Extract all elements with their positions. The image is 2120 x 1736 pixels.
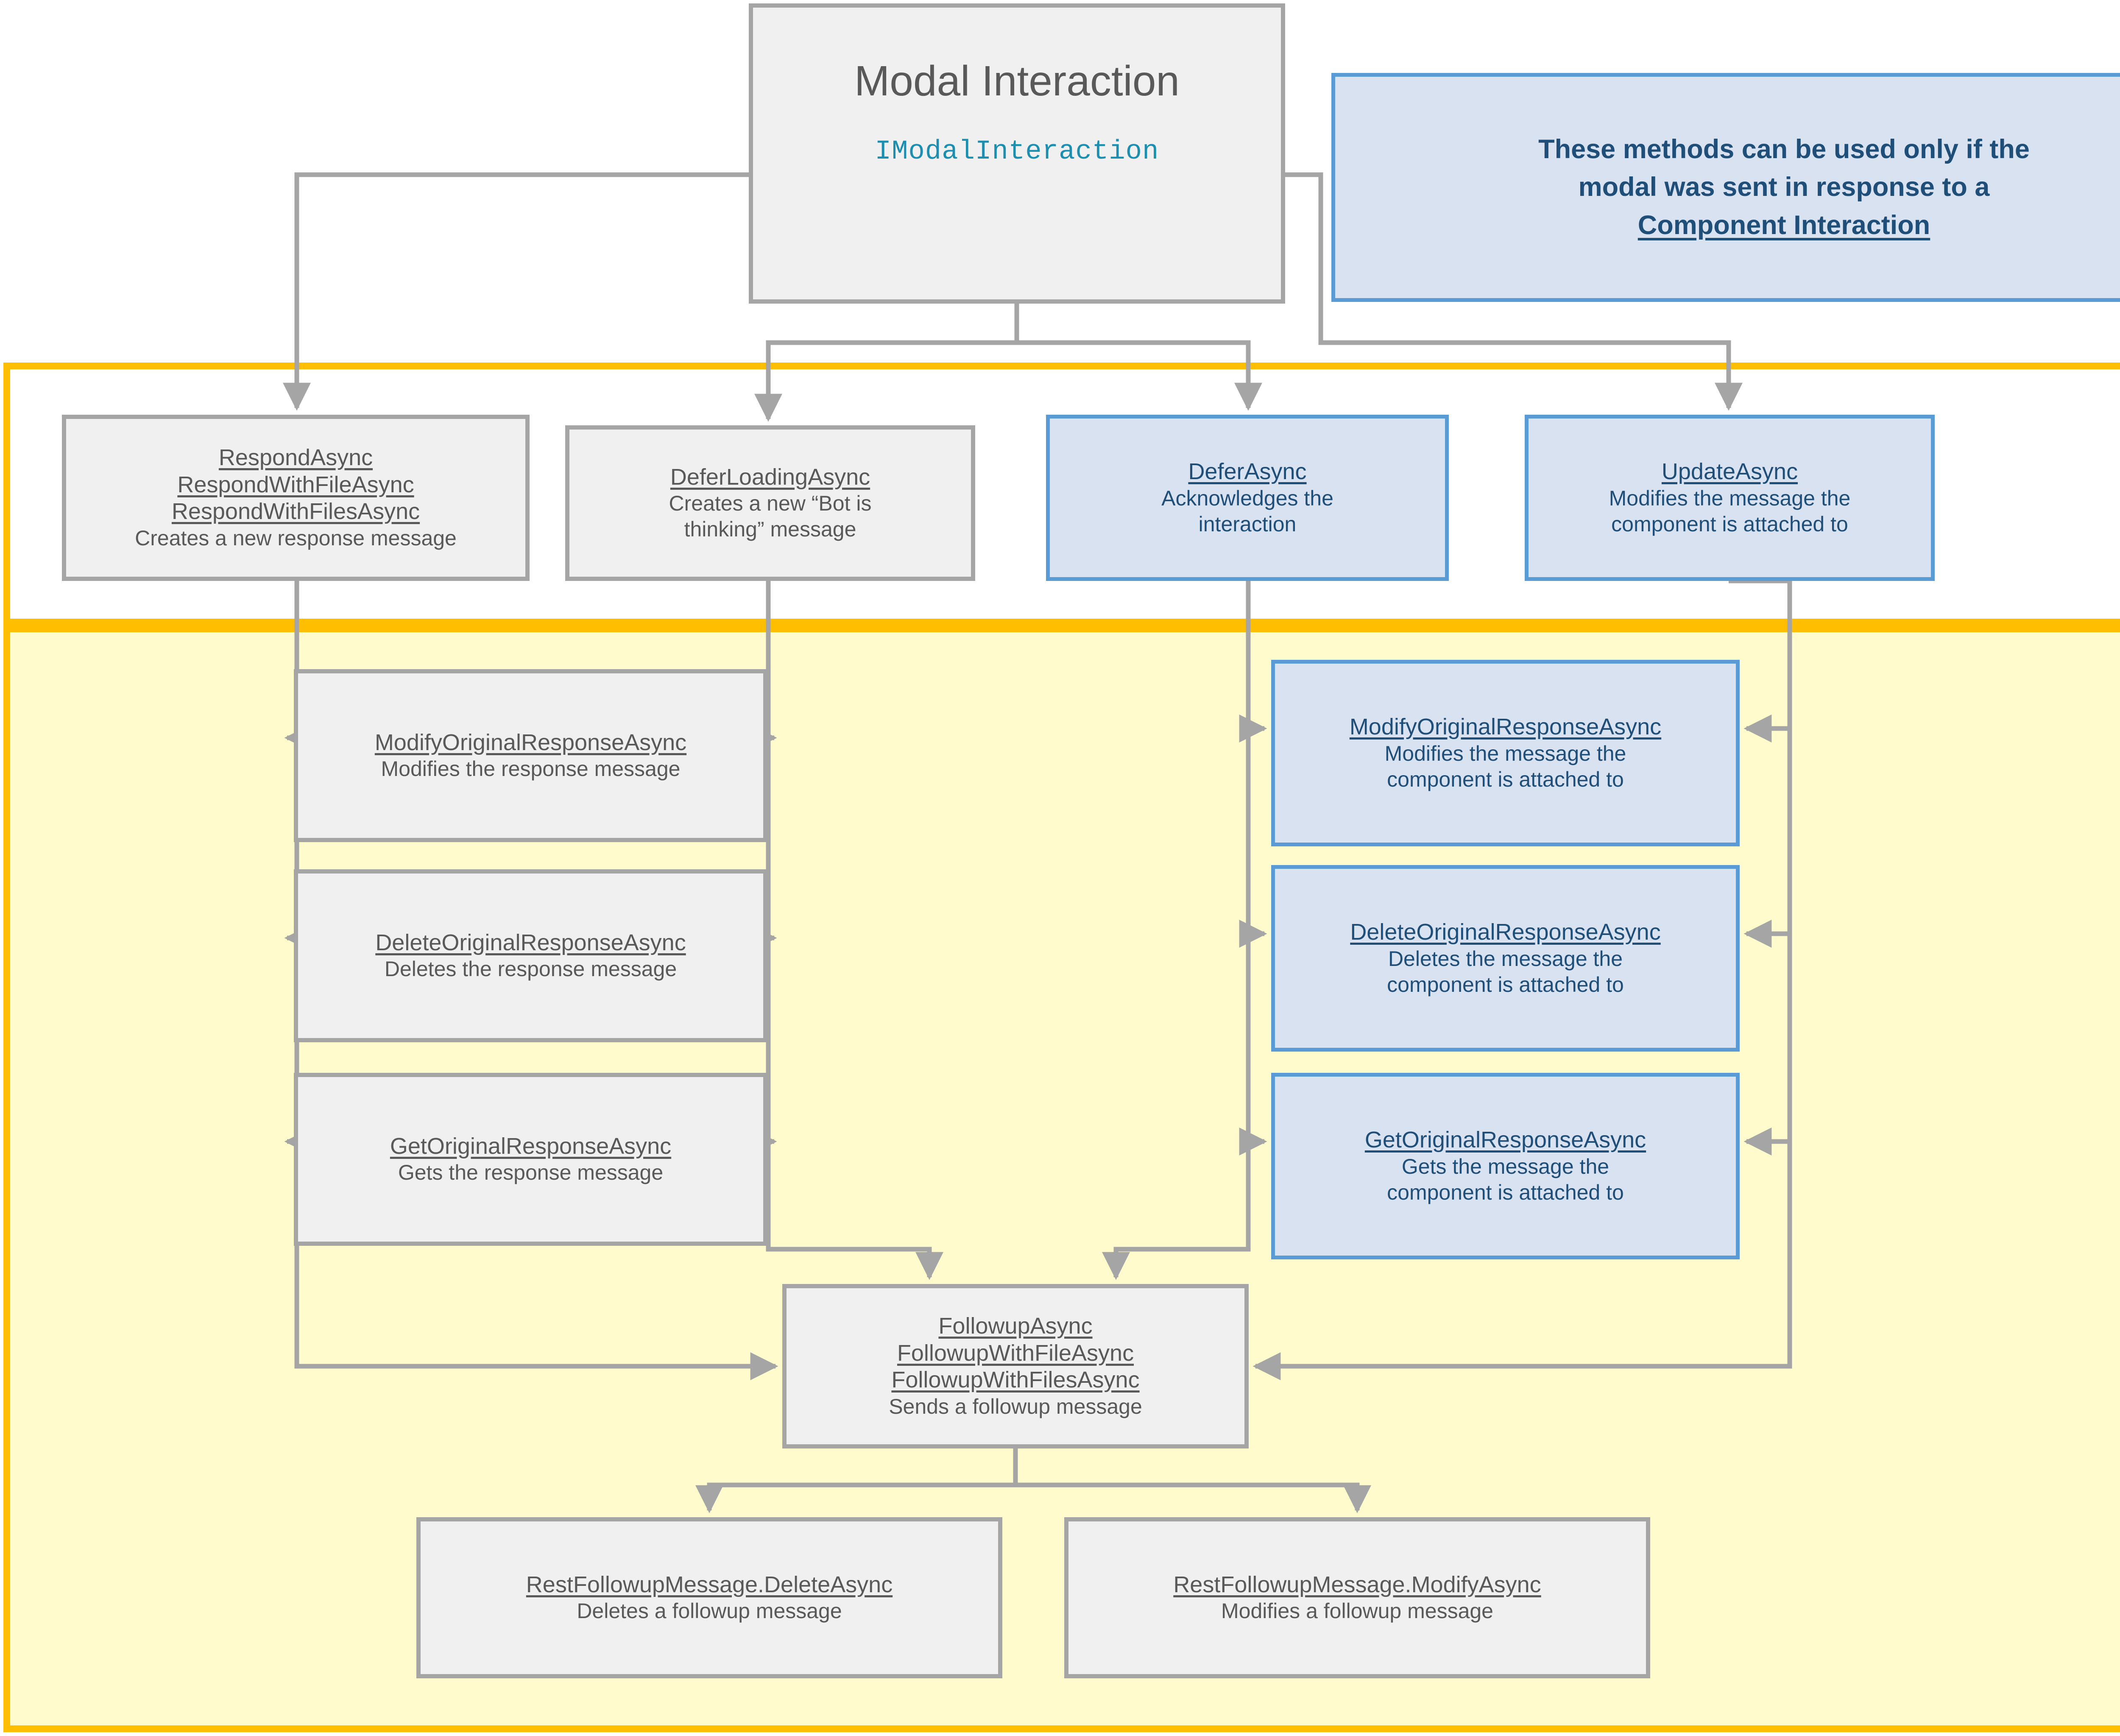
legend-followup-gold-2: after sending an initial response <box>1849 735 2120 764</box>
edge-update-to-get-blue <box>1743 934 1792 1155</box>
method-description: thinking” message <box>684 517 856 541</box>
edge-deferloading-to-modify-gray <box>749 581 777 752</box>
method-name[interactable]: RespondWithFilesAsync <box>171 499 420 525</box>
edge-root-to-respond <box>283 172 749 411</box>
legend-followup-gold-1: Can be used in 15 minutes <box>1849 706 2120 735</box>
method-description: Creates a new response message <box>135 526 457 550</box>
method-name[interactable]: DeleteOriginalResponseAsync <box>1350 919 1661 945</box>
method-name[interactable]: RestFollowupMessage.ModifyAsync <box>1173 1571 1541 1597</box>
callout-component-interaction-note: These methods can be used only if the mo… <box>1331 73 2120 302</box>
edge-root-to-defer <box>1017 340 1262 411</box>
method-description: Acknowledges the <box>1161 486 1333 510</box>
edge-followup-to-rest-delete <box>695 1449 1018 1513</box>
edge-update-to-modify-blue <box>1729 578 1792 742</box>
method-description: interaction <box>1198 512 1297 536</box>
root-title: Modal Interaction <box>854 57 1180 105</box>
edge-defer-to-followup <box>1102 1142 1251 1280</box>
method-description: Gets the message the <box>1401 1154 1610 1178</box>
method-description: component is attached to <box>1387 767 1624 791</box>
edge-update-to-followup <box>1252 1142 1792 1380</box>
legend-followup-heading: Followup methods <box>1849 674 2120 706</box>
method-name[interactable]: RestFollowupMessage.DeleteAsync <box>526 1571 893 1597</box>
method-description: Deletes a followup message <box>577 1599 842 1623</box>
method-name[interactable]: FollowupAsync <box>938 1313 1093 1339</box>
method-name[interactable]: GetOriginalResponseAsync <box>1364 1127 1646 1153</box>
method-name[interactable]: FollowupWithFilesAsync <box>891 1367 1140 1393</box>
method-description: Modifies the response message <box>381 757 681 781</box>
method-description: Modifies the message the <box>1384 741 1626 765</box>
method-description: component is attached to <box>1387 1180 1624 1204</box>
method-description: Creates a new “Bot is <box>669 491 872 516</box>
method-description: Deletes the response message <box>384 957 677 981</box>
edge-deferloading-to-delete-gray <box>749 738 777 952</box>
edge-defer-to-modify-blue <box>1239 581 1267 742</box>
method-description: component is attached to <box>1387 972 1624 996</box>
method-name[interactable]: FollowupWithFileAsync <box>897 1340 1134 1366</box>
edge-deferloading-to-get-gray <box>749 938 777 1155</box>
root-node-modal-interaction[interactable]: Modal Interaction IModalInteraction <box>749 3 1285 304</box>
edge-root-to-update <box>1285 172 1743 411</box>
method-description: Modifies the message the <box>1609 486 1851 510</box>
root-interface-name: IModalInteraction <box>875 137 1159 167</box>
region-initial-response-methods <box>3 363 2120 625</box>
edge-deferloading-to-followup <box>766 1142 943 1280</box>
method-name[interactable]: UpdateAsync <box>1661 459 1798 485</box>
method-name[interactable]: DeleteOriginalResponseAsync <box>375 929 686 955</box>
legend-followup: Followup methods Can be used in 15 minut… <box>1849 674 2120 822</box>
method-name[interactable]: RespondWithFileAsync <box>177 472 414 497</box>
method-description: Deletes the message the <box>1388 946 1623 971</box>
callout-line-1: These methods can be used only if the <box>1538 134 2030 164</box>
legend-followup-grey-1: Can be used multiple times during <box>1849 764 2120 793</box>
method-description: component is attached to <box>1611 512 1848 536</box>
method-name[interactable]: GetOriginalResponseAsync <box>390 1133 672 1159</box>
edge-update-to-delete-blue <box>1743 728 1792 948</box>
edge-defer-to-delete-blue <box>1239 728 1267 948</box>
callout-line-2: modal was sent in response to a <box>1578 172 1990 202</box>
method-description: Sends a followup message <box>889 1395 1142 1419</box>
edge-root-to-deferloading <box>754 304 1019 422</box>
method-description: Modifies a followup message <box>1221 1599 1493 1623</box>
method-description: Gets the response message <box>398 1161 664 1185</box>
legend-followup-grey-2: interaction token’s lifetime <box>1849 793 2120 822</box>
edge-defer-to-get-blue <box>1239 934 1267 1155</box>
method-name[interactable]: DeferLoadingAsync <box>670 464 870 490</box>
callout-link-component-interaction[interactable]: Component Interaction <box>1637 210 1930 240</box>
method-name[interactable]: RespondAsync <box>218 444 373 470</box>
method-name[interactable]: ModifyOriginalResponseAsync <box>1349 714 1662 740</box>
edge-followup-to-rest-modify <box>1015 1482 1371 1513</box>
method-name[interactable]: DeferAsync <box>1188 459 1307 485</box>
method-name[interactable]: ModifyOriginalResponseAsync <box>374 729 687 755</box>
